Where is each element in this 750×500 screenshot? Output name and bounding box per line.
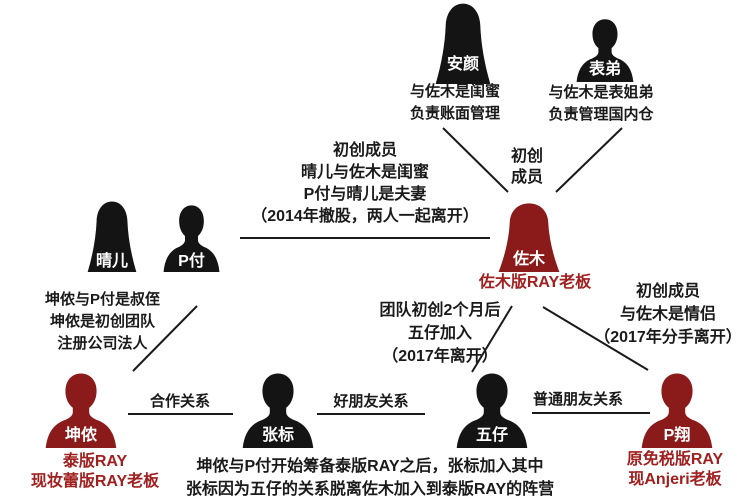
figure-zhangbiao: 张标 — [237, 372, 319, 448]
kunnong-note-line1: 坤侬与P付是叔侄 — [44, 291, 160, 308]
pxiang-note-line3: （2017年分手离开） — [594, 329, 742, 346]
biaodi-note-line1: 与佐木是表姐弟 — [548, 84, 654, 101]
pxiang-titles: 原免税版RAY 现Anjeri老板 — [595, 450, 750, 490]
founding-note: 初创成员 晴儿与佐木是闺蜜 P付与晴儿是夫妻 （2014年撤股，两人一起离开） — [240, 140, 490, 228]
pxiang-note: 初创成员 与佐木是情侣 （2017年分手离开） — [588, 280, 748, 349]
line-zuomu-pxiang — [542, 306, 649, 371]
figure-biaodi: 表弟 — [572, 18, 638, 82]
figure-qinger: 晴儿 — [80, 200, 144, 272]
pxiang-note-line2: 与佐木是情侣 — [619, 306, 716, 323]
bottom-note-line1: 坤侬与P付开始筹备泰版RAY之后，张标加入其中 — [196, 458, 544, 475]
founding-note-line3: P付与晴儿是夫妻 — [303, 186, 427, 203]
founding-note-line2: 晴儿与佐木是闺蜜 — [300, 164, 429, 181]
line-anyan-zuomu — [442, 127, 509, 193]
person-name-zuomu: 佐木 — [512, 251, 545, 268]
founding-small-line2: 成员 — [510, 169, 543, 186]
founding-small-line1: 初创 — [510, 148, 543, 165]
relation-normal-friend: 普通朋友关系 — [532, 391, 623, 408]
figure-pfu: P付 — [159, 204, 224, 272]
kunnong-note-line3: 注册公司法人 — [57, 335, 148, 352]
person-name-wuzai: 五仔 — [475, 427, 508, 444]
figure-kunnong: 坤侬 — [40, 372, 122, 448]
zuomu-title: 佐木版RAY老板 — [478, 274, 592, 291]
pxiang-title-line2: 现Anjeri老板 — [628, 471, 722, 488]
wuzai-note-line3: （2017年离开） — [382, 348, 498, 365]
person-name-biaodi: 表弟 — [588, 61, 621, 78]
anyan-note: 与佐木是闺蜜 负责账面管理 — [380, 81, 530, 125]
kunnong-note-line2: 坤侬是初创团队 — [49, 313, 155, 330]
figure-pxiang: P翔 — [636, 372, 718, 448]
biaodi-note-line2: 负责管理国内仓 — [548, 106, 654, 123]
anyan-note-line1: 与佐木是闺蜜 — [409, 83, 500, 100]
kunnong-note: 坤侬与P付是叔侄 坤侬是初创团队 注册公司法人 — [15, 289, 190, 355]
person-name-kunnong: 坤侬 — [64, 427, 97, 444]
biaodi-note: 与佐木是表姐弟 负责管理国内仓 — [521, 82, 681, 126]
bottom-note: 坤侬与P付开始筹备泰版RAY之后，张标加入其中 张标因为五仔的关系脱离佐木加入到… — [145, 455, 595, 500]
wuzai-note: 团队初创2个月后 五仔加入 （2017年离开） — [355, 299, 525, 368]
figure-anyan: 安颜 — [427, 2, 499, 84]
person-name-pxiang: P翔 — [663, 427, 691, 444]
line-biaodi-zuomu — [555, 127, 623, 193]
kunnong-title-line2: 现妆蕾版RAY老板 — [30, 473, 160, 490]
wuzai-note-line1: 团队初创2个月后 — [379, 302, 501, 319]
relation-cooperate: 合作关系 — [149, 393, 210, 410]
pxiang-title-line1: 原免税版RAY — [626, 451, 724, 468]
line-zuomu-wuzai — [471, 305, 513, 373]
wuzai-note-line2: 五仔加入 — [407, 325, 472, 342]
kunnong-title-line1: 泰版RAY — [62, 453, 128, 470]
founding-note-line1: 初创成员 — [332, 142, 397, 159]
anyan-note-line2: 负责账面管理 — [409, 105, 500, 122]
person-name-anyan: 安颜 — [446, 56, 479, 73]
person-name-pfu: P付 — [178, 253, 205, 270]
relation-good-friend: 好朋友关系 — [333, 393, 409, 410]
founding-note-line4: （2014年撤股，两人一起离开） — [251, 208, 479, 225]
founding-small-label: 初创 成员 — [495, 146, 559, 188]
pxiang-note-line1: 初创成员 — [635, 283, 700, 300]
person-name-zhangbiao: 张标 — [261, 427, 294, 444]
figure-wuzai: 五仔 — [451, 372, 533, 448]
kunnong-titles: 泰版RAY 现妆蕾版RAY老板 — [10, 452, 180, 492]
figure-zuomu: 佐木 — [489, 202, 569, 272]
person-name-qinger: 晴儿 — [95, 253, 128, 270]
line-pfu-kunnong — [132, 305, 198, 372]
bottom-note-line2: 张标因为五仔的关系脱离佐木加入到泰版RAY的阵营 — [185, 481, 555, 498]
